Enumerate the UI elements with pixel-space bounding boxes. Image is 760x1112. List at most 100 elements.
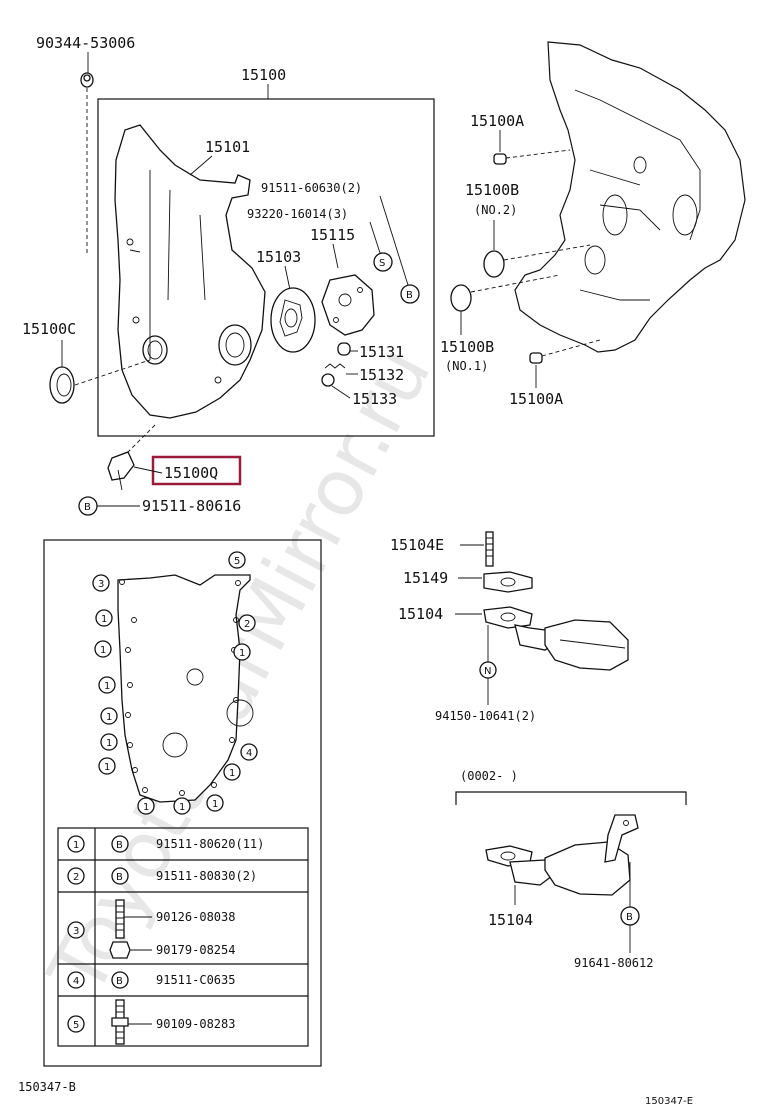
part-label-no1: (NO.1)	[445, 359, 488, 373]
part-label-15100[interactable]: 15100	[241, 66, 286, 84]
dashed-guide	[124, 424, 156, 456]
part-label-91511-C0635[interactable]: 91511-C0635	[156, 973, 235, 987]
part-label-15133[interactable]: 15133	[352, 390, 397, 408]
part-label-94150-10641[interactable]: 94150-10641(2)	[435, 709, 536, 723]
leader-line	[284, 265, 291, 291]
o-ring-icon	[450, 284, 472, 312]
dowel-pin-icon	[529, 352, 543, 364]
legend-row-5: 5 90109-08283	[67, 999, 235, 1045]
svg-text:S: S	[379, 258, 385, 269]
svg-text:B: B	[406, 290, 413, 301]
svg-text:4: 4	[246, 748, 252, 759]
range-bracket	[455, 791, 687, 805]
part-label-15101[interactable]: 15101	[205, 138, 250, 156]
part-label-15100A-bot[interactable]: 15100A	[509, 390, 563, 408]
part-label-91511-80616[interactable]: 91511-80616	[142, 497, 241, 515]
svg-text:1: 1	[100, 645, 106, 656]
oil-jet-illustration	[107, 451, 135, 491]
dashed-guide	[503, 244, 591, 261]
bolt-marker-2: 2	[238, 614, 256, 632]
part-label-93220-16014[interactable]: 93220-16014(3)	[247, 207, 348, 221]
part-label-15104-alt[interactable]: 15104	[488, 911, 533, 929]
bolt-marker-1: 1	[94, 640, 112, 658]
bolt-marker-1: 1	[98, 757, 116, 775]
part-label-15100B-top[interactable]: 15100B	[465, 181, 519, 199]
oil-strainer-alt-illustration	[485, 814, 639, 896]
bolt-marker-1: 1	[173, 797, 191, 815]
bolt-marker-1: 1	[233, 643, 251, 661]
part-label-15103[interactable]: 15103	[256, 248, 301, 266]
stud-bolt-icon	[485, 531, 494, 567]
part-label-15100A-top[interactable]: 15100A	[470, 112, 524, 130]
dowel-pin-icon	[493, 153, 507, 165]
bolt-marker-1: 1	[223, 763, 241, 781]
svg-text:1: 1	[101, 614, 107, 625]
svg-text:N: N	[484, 666, 491, 677]
part-label-15100Q[interactable]: 15100Q	[164, 464, 218, 482]
callout-b: B	[78, 496, 98, 516]
oil-pump-rotor-illustration	[270, 287, 316, 353]
assembly-frame-15100	[97, 98, 435, 437]
svg-text:1: 1	[239, 648, 245, 659]
highlight-box-15100Q	[151, 455, 242, 486]
o-ring-icon	[483, 250, 505, 278]
leader-line	[189, 155, 213, 176]
svg-text:1: 1	[73, 840, 79, 851]
watermark: ToyotaCarMirror.ru	[32, 333, 449, 1010]
gasket-legend-frame	[43, 539, 322, 1067]
part-label-15100B-bot[interactable]: 15100B	[440, 338, 494, 356]
bolt-marker-4: 4	[240, 743, 258, 761]
oil-strainer-illustration	[483, 606, 629, 671]
callout-s: S	[373, 252, 393, 272]
bolt-marker-1: 1	[98, 676, 116, 694]
svg-text:4: 4	[73, 976, 79, 987]
engine-block-illustration	[514, 41, 746, 353]
part-label-90126-08038[interactable]: 90126-08038	[156, 910, 235, 924]
part-label-no2: (NO.2)	[474, 203, 517, 217]
svg-text:2: 2	[244, 619, 250, 630]
svg-text:1: 1	[106, 738, 112, 749]
bolt-marker-3: 3	[92, 574, 110, 592]
svg-text:1: 1	[143, 802, 149, 813]
part-label-90344-53006[interactable]: 90344-53006	[36, 34, 135, 52]
bolt-marker-1: 1	[100, 707, 118, 725]
legend-row-3: 3 90126-08038 90179-08254	[67, 899, 235, 959]
timing-chain-cover-illustration	[114, 124, 266, 419]
part-label-91511-60630[interactable]: 91511-60630(2)	[261, 181, 362, 195]
fastener-legend-table	[57, 827, 309, 1047]
svg-text:B: B	[116, 976, 123, 987]
dashed-guide	[74, 359, 151, 386]
svg-text:B: B	[84, 502, 91, 513]
dashed-guide	[505, 149, 571, 159]
svg-text:1: 1	[106, 712, 112, 723]
part-label-91511-80830[interactable]: 91511-80830(2)	[156, 869, 257, 883]
production-range-label: (0002- )	[460, 769, 518, 783]
svg-text:B: B	[116, 872, 123, 883]
part-label-91511-80620[interactable]: 91511-80620(11)	[156, 837, 264, 851]
part-label-15104E[interactable]: 15104E	[390, 536, 444, 554]
dashed-guide	[470, 274, 561, 293]
bolt-icon	[111, 867, 129, 885]
callout-n: N	[479, 661, 497, 679]
svg-text:5: 5	[73, 1020, 79, 1031]
part-label-15132[interactable]: 15132	[359, 366, 404, 384]
part-label-15149[interactable]: 15149	[403, 569, 448, 587]
part-label-15131[interactable]: 15131	[359, 343, 404, 361]
leader-line	[331, 385, 351, 399]
strainer-gasket-illustration	[483, 571, 533, 593]
svg-text:B: B	[116, 840, 123, 851]
oil-seal-illustration	[49, 366, 75, 404]
bolt-marker-5: 5	[228, 551, 246, 569]
bolt-marker-1: 1	[100, 733, 118, 751]
part-label-15104[interactable]: 15104	[398, 605, 443, 623]
part-label-90109-08283[interactable]: 90109-08283	[156, 1017, 235, 1031]
svg-text:1: 1	[229, 768, 235, 779]
part-label-15115[interactable]: 15115	[310, 226, 355, 244]
svg-text:1: 1	[104, 762, 110, 773]
part-label-15100C[interactable]: 15100C	[22, 320, 76, 338]
svg-text:3: 3	[98, 579, 104, 590]
part-label-91641-80612[interactable]: 91641-80612	[574, 956, 653, 970]
part-label-90179-08254[interactable]: 90179-08254	[156, 943, 235, 957]
